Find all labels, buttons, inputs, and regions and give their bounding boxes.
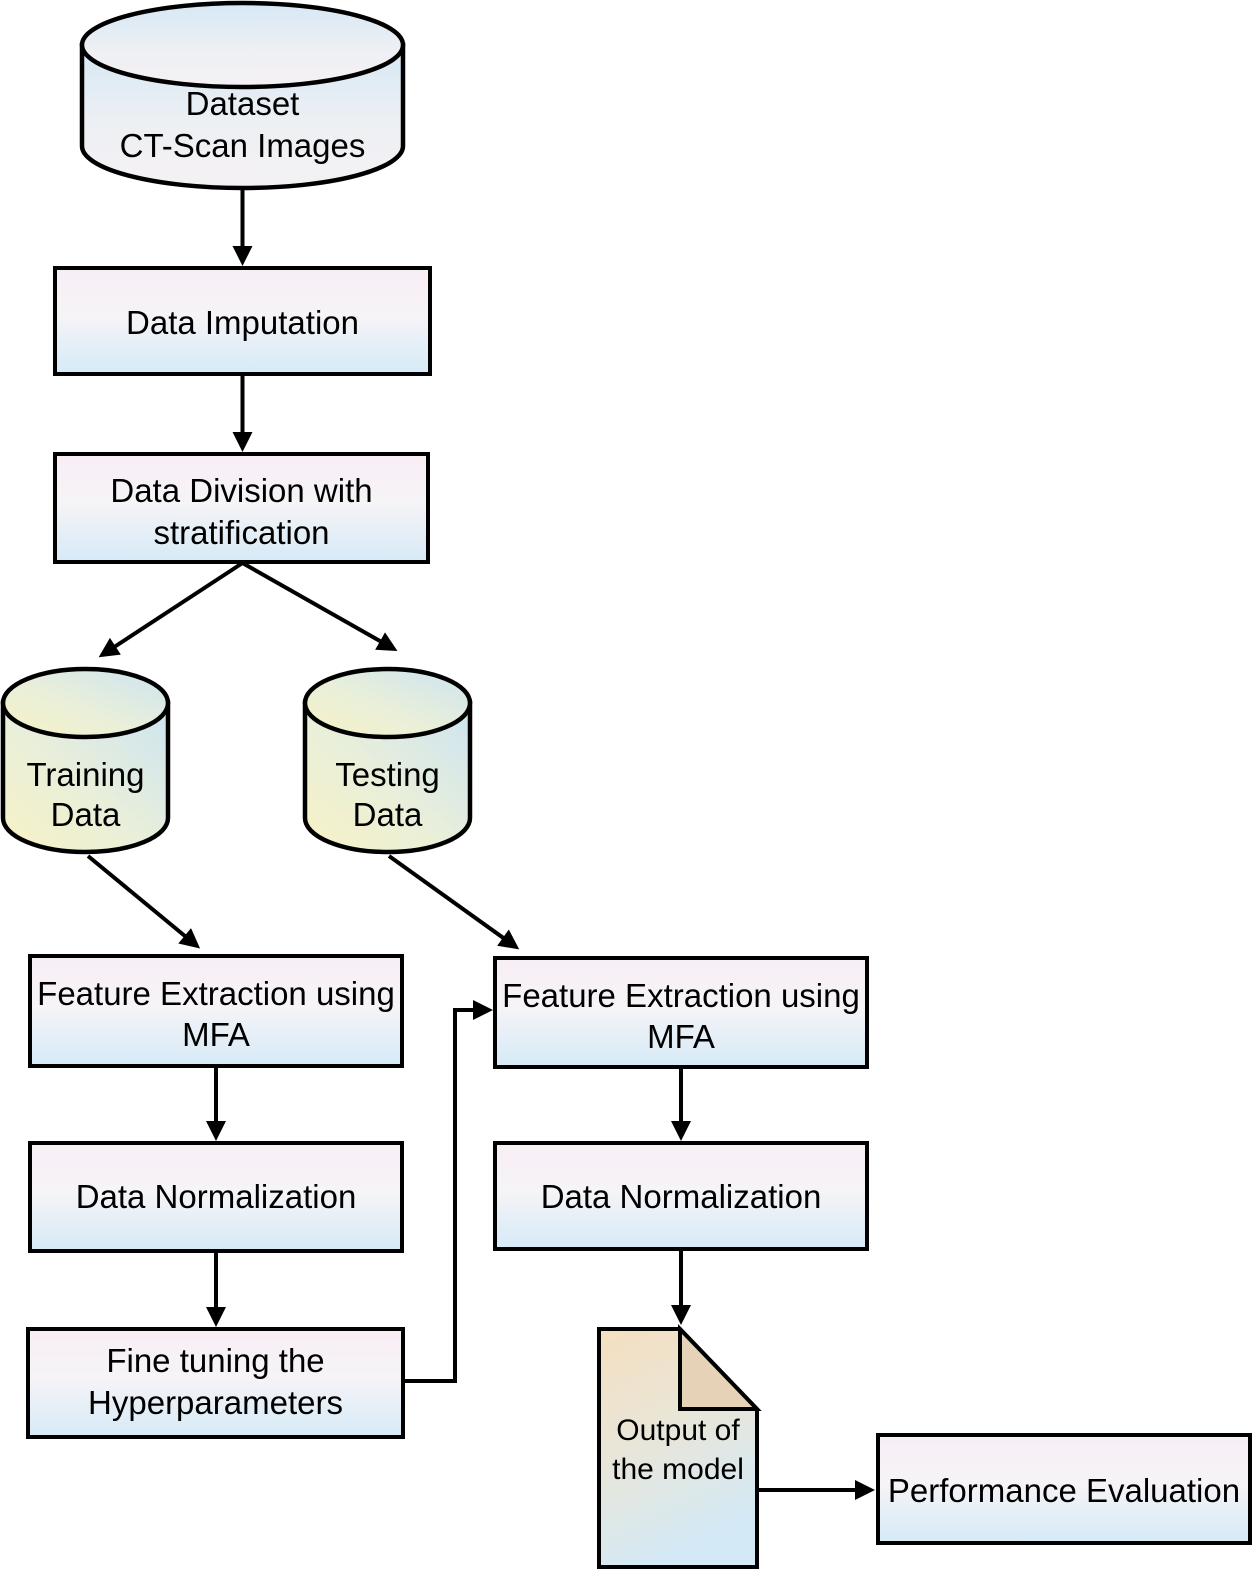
training-data-cylinder: Training Data	[0, 666, 171, 855]
data-imputation-rect	[53, 266, 432, 376]
feature-extraction-test-label-line2: MFA	[647, 1018, 715, 1055]
feature-extraction-train-box: Feature Extraction using MFA	[28, 954, 404, 1068]
dataset-cylinder-top	[79, 0, 406, 90]
data-normalization-test-rect	[493, 1141, 869, 1251]
fine-tuning-label-line1: Fine tuning the	[106, 1342, 324, 1379]
model-output-label-line1: Output of	[616, 1414, 740, 1447]
feature-extraction-train-rect	[28, 954, 404, 1068]
performance-evaluation-rect	[876, 1433, 1252, 1545]
feature-extraction-train-label-line1: Feature Extraction using	[37, 975, 395, 1012]
dataset-label-line2: CT-Scan Images	[120, 127, 366, 164]
model-output-document: Output of the model	[597, 1324, 762, 1569]
arrow-testing-data-to-feature-extraction	[387, 854, 520, 950]
data-imputation-box: Data Imputation	[53, 266, 432, 376]
data-normalization-test-box: Data Normalization	[493, 1141, 869, 1251]
arrow-data-division-to-testing-data	[241, 561, 398, 651]
training-data-cylinder-body	[0, 700, 171, 855]
model-output-label-line2: the model	[612, 1453, 744, 1486]
data-division-rect	[53, 452, 430, 564]
fine-tuning-label-line2: Hyperparameters	[88, 1384, 343, 1421]
training-data-cylinder-top	[0, 666, 171, 740]
data-imputation-label: Data Imputation	[126, 304, 359, 341]
testing-data-cylinder: Testing Data	[302, 666, 473, 855]
arrow-data-division-to-training-data	[98, 561, 244, 658]
data-normalization-train-rect	[28, 1141, 404, 1253]
arrow-training-data-to-feature-extraction	[86, 854, 201, 949]
data-division-label-line1: Data Division with	[110, 472, 372, 509]
arrow-fine-tuning-to-feature-extraction	[404, 1000, 493, 1383]
training-data-label-line1: Training	[27, 756, 145, 793]
testing-data-label-line1: Testing	[335, 756, 440, 793]
fine-tuning-rect	[26, 1327, 405, 1439]
dataset-cylinder: Dataset CT-Scan Images	[79, 0, 406, 191]
model-output-folded-corner	[678, 1324, 762, 1411]
data-normalization-train-box: Data Normalization	[28, 1141, 404, 1253]
testing-data-label-line2: Data	[353, 796, 423, 833]
dataset-label-line1: Dataset	[186, 85, 300, 122]
performance-evaluation-label: Performance Evaluation	[888, 1472, 1240, 1509]
data-division-box: Data Division with stratification	[53, 452, 430, 564]
data-division-label-line2: stratification	[153, 514, 329, 551]
feature-extraction-train-label-line2: MFA	[182, 1016, 250, 1053]
training-data-label-line2: Data	[51, 796, 121, 833]
performance-evaluation-box: Performance Evaluation	[876, 1433, 1252, 1545]
data-normalization-test-label: Data Normalization	[541, 1178, 822, 1215]
feature-extraction-test-rect	[493, 956, 869, 1069]
fine-tuning-box: Fine tuning the Hyperparameters	[26, 1327, 405, 1439]
feature-extraction-test-label-line1: Feature Extraction using	[502, 977, 860, 1014]
testing-data-cylinder-top	[302, 666, 473, 740]
feature-extraction-test-box: Feature Extraction using MFA	[493, 956, 869, 1069]
data-normalization-train-label: Data Normalization	[76, 1178, 357, 1215]
testing-data-cylinder-body	[302, 700, 473, 855]
